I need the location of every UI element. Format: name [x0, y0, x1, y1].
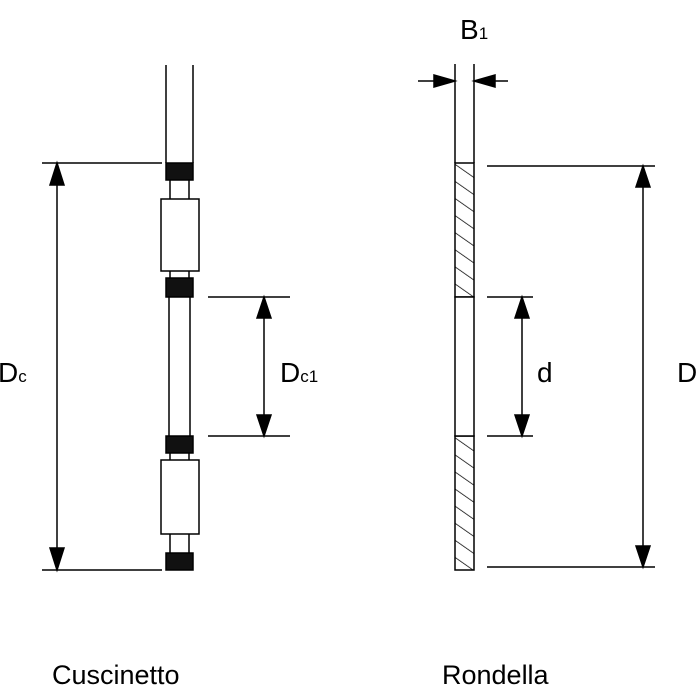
washer-section-top: [454, 162, 475, 298]
dc-label: Dc: [0, 357, 27, 388]
b1-arrow-right: [471, 74, 496, 88]
caption-bearing: Cuscinetto: [52, 660, 180, 690]
d-small-label: d: [537, 357, 553, 388]
bearing-roller-top: [160, 198, 200, 272]
bearing-roller-bottom: [160, 459, 200, 535]
bearing-inner-band-top: [165, 277, 194, 298]
dc1-arrow-bottom: [255, 414, 273, 439]
washer-section-bottom: [454, 435, 475, 571]
big-d-arrow-top: [634, 163, 652, 188]
dc-arrow-top: [48, 160, 66, 186]
dc-arrow-bottom: [48, 547, 66, 573]
b1-label: B1: [460, 14, 488, 45]
washer-bore: [454, 296, 475, 437]
bearing-inner-band-bottom: [165, 435, 194, 454]
d-arrow-top: [513, 294, 531, 319]
big-d-arrow-bottom: [634, 545, 652, 570]
bearing-bore: [168, 296, 191, 437]
d-arrow-bottom: [513, 414, 531, 439]
bearing-drawing: [42, 65, 290, 573]
dc1-label: Dc1: [280, 357, 318, 388]
b1-arrow-left: [433, 74, 458, 88]
bearing-race-top: [165, 162, 194, 181]
washer-drawing: [418, 64, 655, 571]
caption-washer: Rondella: [442, 660, 550, 690]
dc1-arrow-top: [255, 294, 273, 319]
bearing-race-bottom: [165, 552, 194, 571]
d-big-label: D: [677, 357, 697, 388]
